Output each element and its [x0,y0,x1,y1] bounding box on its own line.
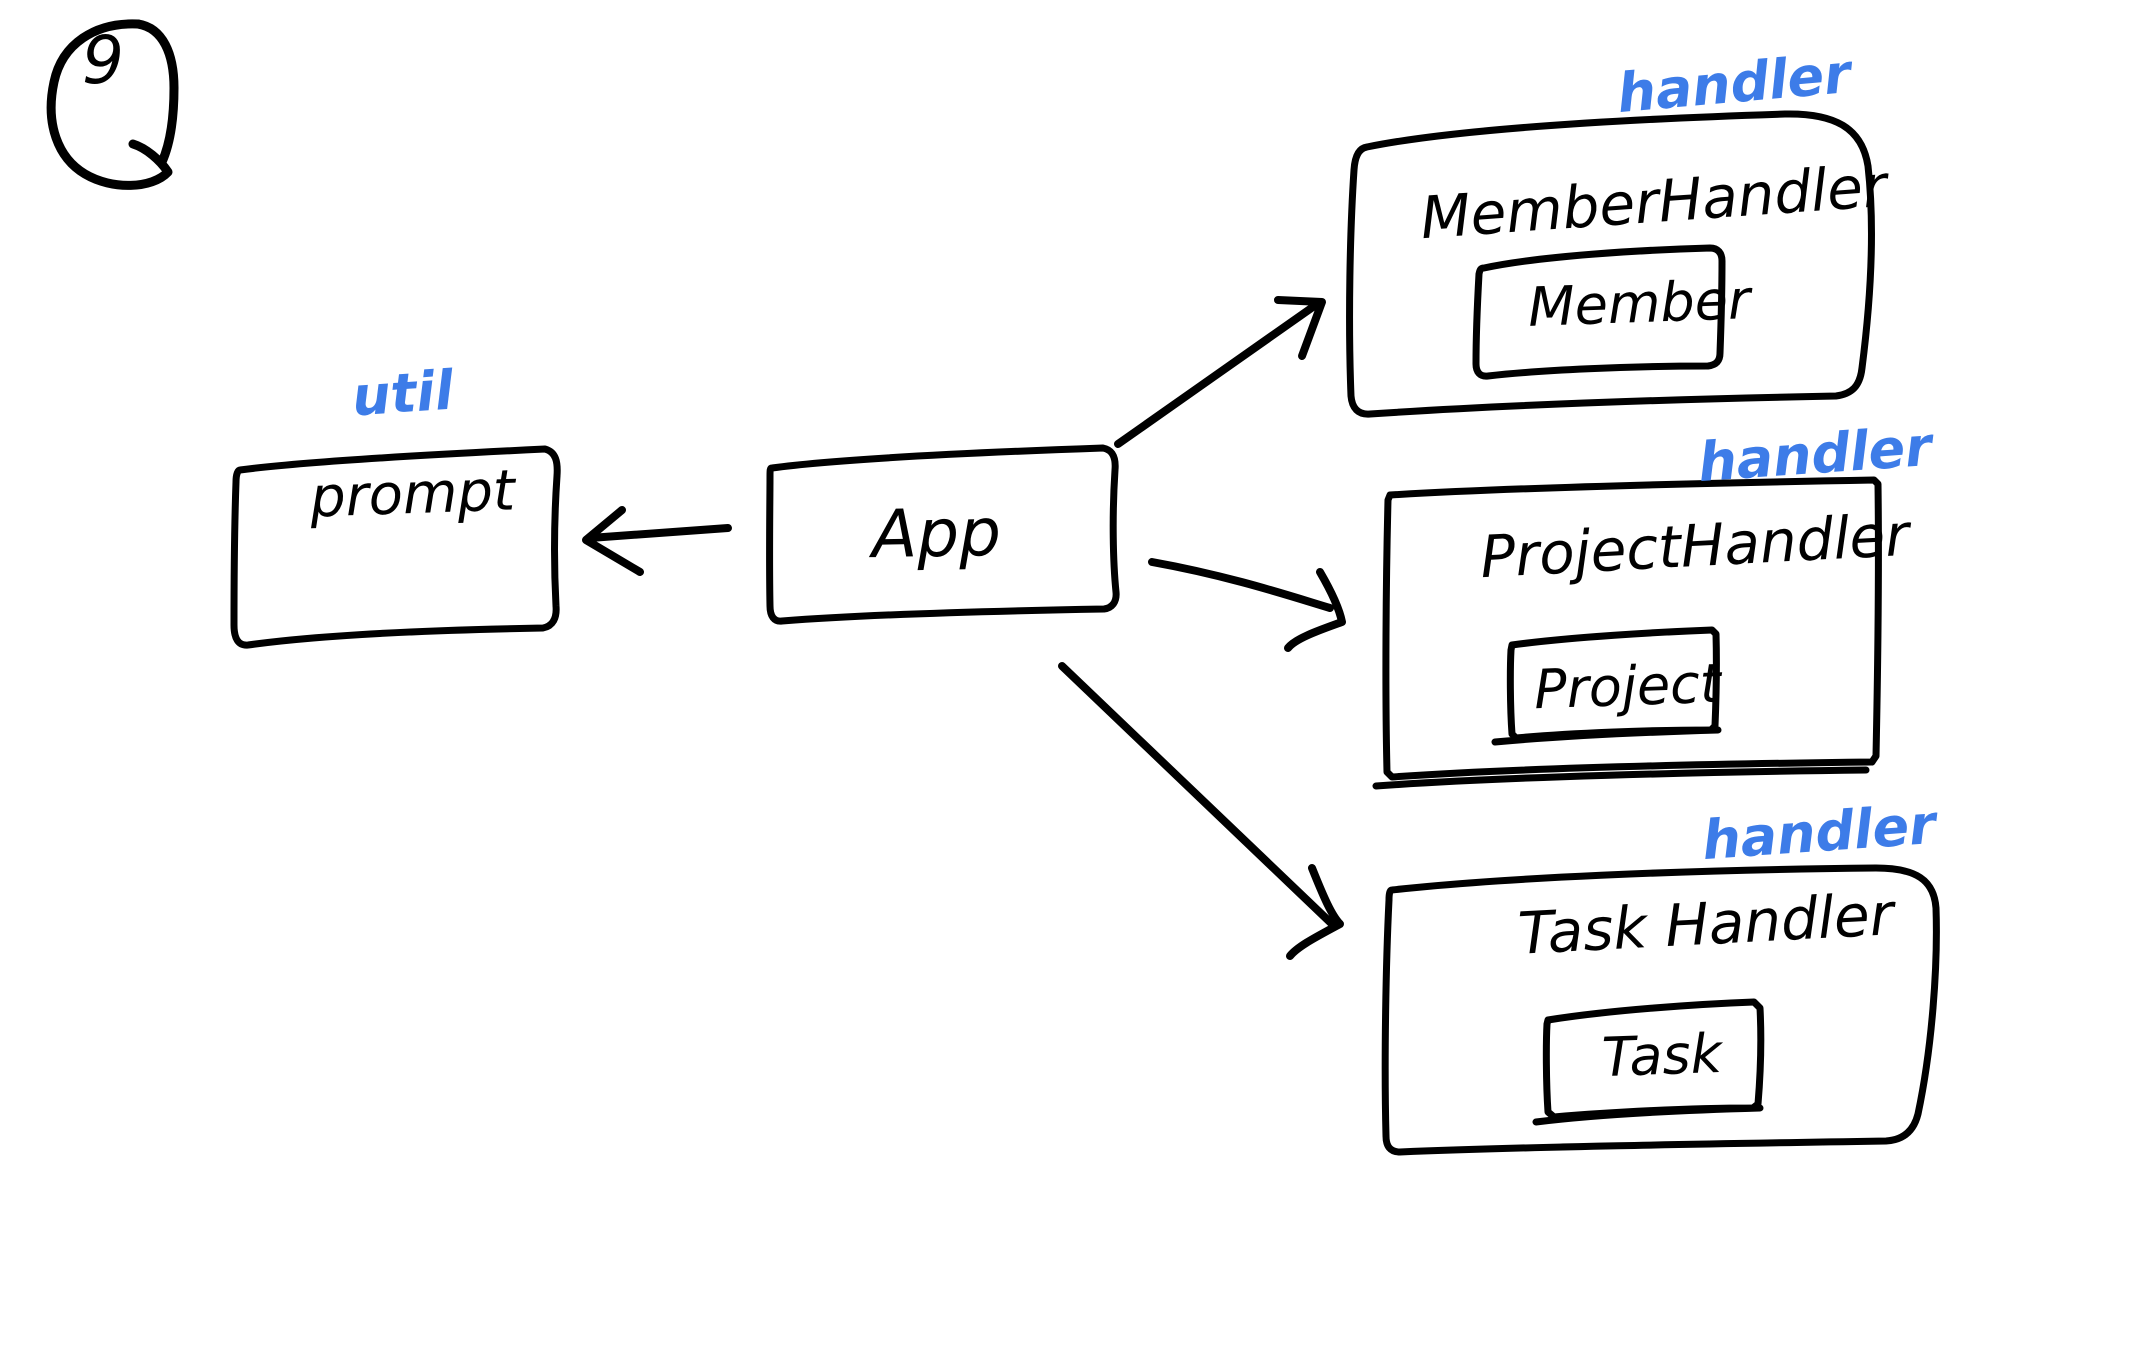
prompt-box-outline[interactable] [230,445,561,649]
arrow-app-to-prompt [582,506,732,576]
node-app[interactable] [769,447,1117,622]
node-task[interactable] [1536,1001,1762,1123]
page-number-label: 9 [82,22,124,99]
node-project[interactable] [1495,629,1720,743]
node-member[interactable] [1476,247,1724,377]
member-handler-box-outline[interactable] [1346,110,1875,418]
group-label-util: util [349,358,456,429]
task-handler-box-outline[interactable] [1381,864,1940,1156]
node-prompt[interactable] [234,448,560,648]
project-inner-box-outline[interactable] [1491,626,1722,746]
page-number-circle-icon [46,19,179,190]
member-inner-box-outline[interactable] [1472,244,1726,380]
task-inner-box-outline[interactable] [1532,998,1765,1126]
arrow-app-to-project-handler [1148,558,1346,652]
arrow-app-to-task-handler [1058,662,1344,960]
app-box-outline[interactable] [766,444,1120,625]
arrow-app-to-member-handler [1114,296,1326,448]
project-handler-box-outline[interactable] [1372,476,1882,790]
